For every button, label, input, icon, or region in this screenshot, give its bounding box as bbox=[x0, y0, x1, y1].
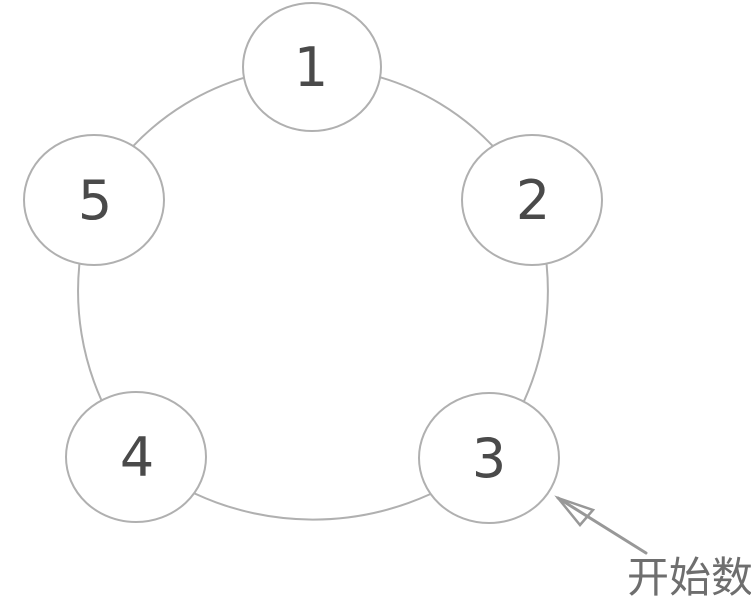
node-5: 5 bbox=[23, 134, 165, 266]
annotation-label: 开始数 bbox=[627, 553, 751, 602]
node-3-label: 3 bbox=[472, 427, 506, 490]
node-4-circle bbox=[65, 391, 207, 523]
node-3-circle bbox=[418, 392, 560, 524]
node-2-circle bbox=[461, 134, 603, 266]
node-5-circle bbox=[23, 134, 165, 266]
node-1-label: 1 bbox=[294, 36, 328, 99]
node-5-label: 5 bbox=[78, 169, 112, 232]
start-arrow bbox=[554, 495, 648, 555]
node-2: 2 bbox=[461, 134, 603, 266]
start-arrow-head-icon bbox=[554, 495, 596, 527]
node-2-label: 2 bbox=[516, 169, 550, 232]
node-4: 4 bbox=[65, 391, 207, 523]
start-arrow-shaft bbox=[556, 496, 648, 555]
node-4-label: 4 bbox=[120, 426, 154, 489]
node-1-circle bbox=[242, 2, 382, 132]
node-1: 1 bbox=[242, 2, 382, 132]
node-3: 3 bbox=[418, 392, 560, 524]
